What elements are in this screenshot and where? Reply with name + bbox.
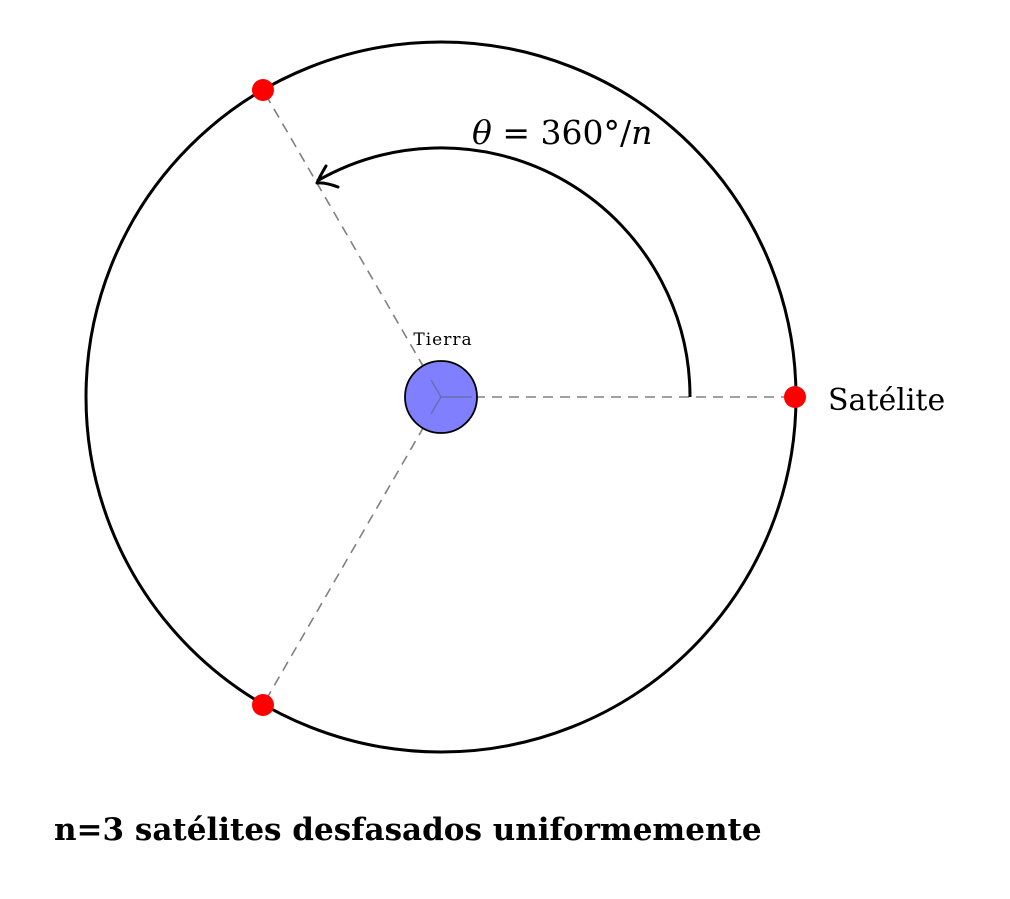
angle-label: θ = 360°/n: [472, 113, 652, 152]
angle-arc-arrowhead: [315, 164, 340, 189]
angle-arc: [316, 146, 692, 398]
angle-label-theta: θ: [472, 113, 492, 152]
radial-line-satellite-3: [262, 396, 442, 706]
earth-label: Tierra: [413, 330, 472, 350]
angle-label-n: n: [631, 113, 652, 152]
radial-line-satellite-2: [262, 89, 442, 398]
earth-center-marks: [430, 379, 472, 415]
angle-label-equals: = 360°/: [492, 113, 632, 152]
satellite-3: [252, 694, 274, 716]
radial-lines: [262, 89, 795, 706]
satellite-1: [784, 386, 806, 408]
diagram-caption: n=3 satélites desfasados uniformemente: [54, 812, 762, 848]
satellite-2: [252, 79, 274, 101]
satellite-label: Satélite: [828, 383, 945, 418]
